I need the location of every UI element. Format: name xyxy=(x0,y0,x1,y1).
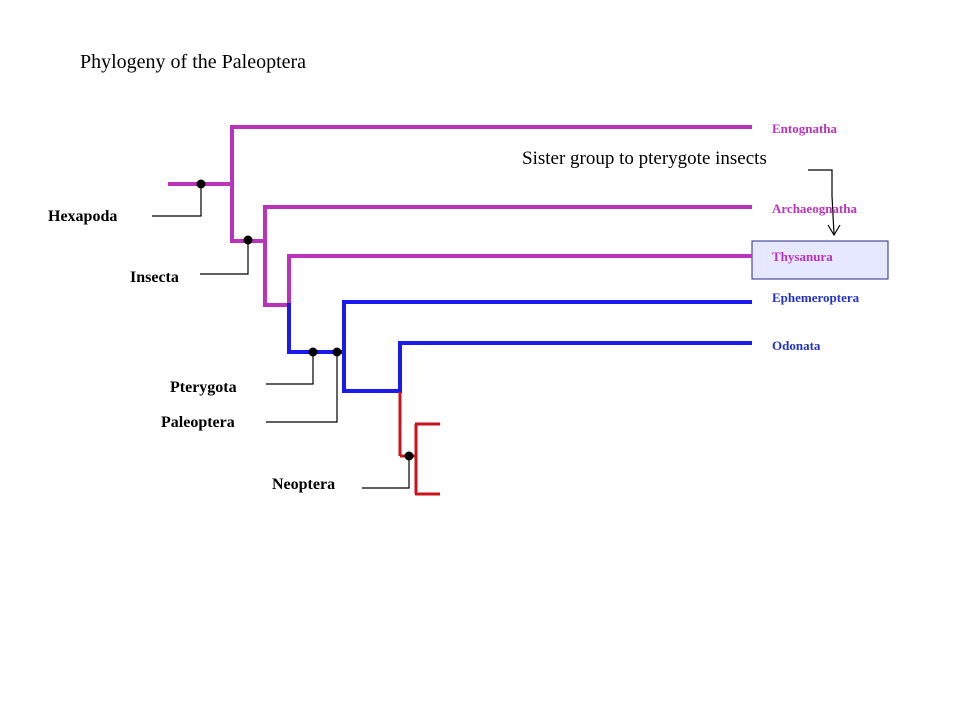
pterygota-leader-line xyxy=(266,352,314,385)
clade-label-pterygota: Pterygota xyxy=(170,379,237,396)
taxon-label-archaeognatha: Archaeognatha xyxy=(772,201,857,216)
clade-label-insecta: Insecta xyxy=(130,269,179,286)
taxon-label-entognatha: Entognatha xyxy=(772,121,838,136)
neoptera-leader-line xyxy=(362,456,410,489)
hexapoda-leader-line xyxy=(152,184,202,217)
taxon-label-thysanura: Thysanura xyxy=(772,249,833,264)
clade-label-hexapoda: Hexapoda xyxy=(48,208,117,225)
diagram-title: Phylogeny of the Paleoptera xyxy=(80,51,306,73)
taxon-label-odonata: Odonata xyxy=(772,338,821,353)
annotation-arrow-line xyxy=(808,169,835,235)
clade-label-neoptera: Neoptera xyxy=(272,476,335,493)
taxon-label-ephemeroptera: Ephemeroptera xyxy=(772,290,860,305)
thysanura-highlight-box xyxy=(751,240,889,280)
clade-label-paleoptera: Paleoptera xyxy=(161,414,235,431)
annotation-arrowhead xyxy=(827,224,841,237)
paleoptera-leader-line xyxy=(266,352,338,423)
sister-group-annotation: Sister group to pterygote insects xyxy=(522,148,767,169)
insecta-leader-line xyxy=(200,240,249,275)
